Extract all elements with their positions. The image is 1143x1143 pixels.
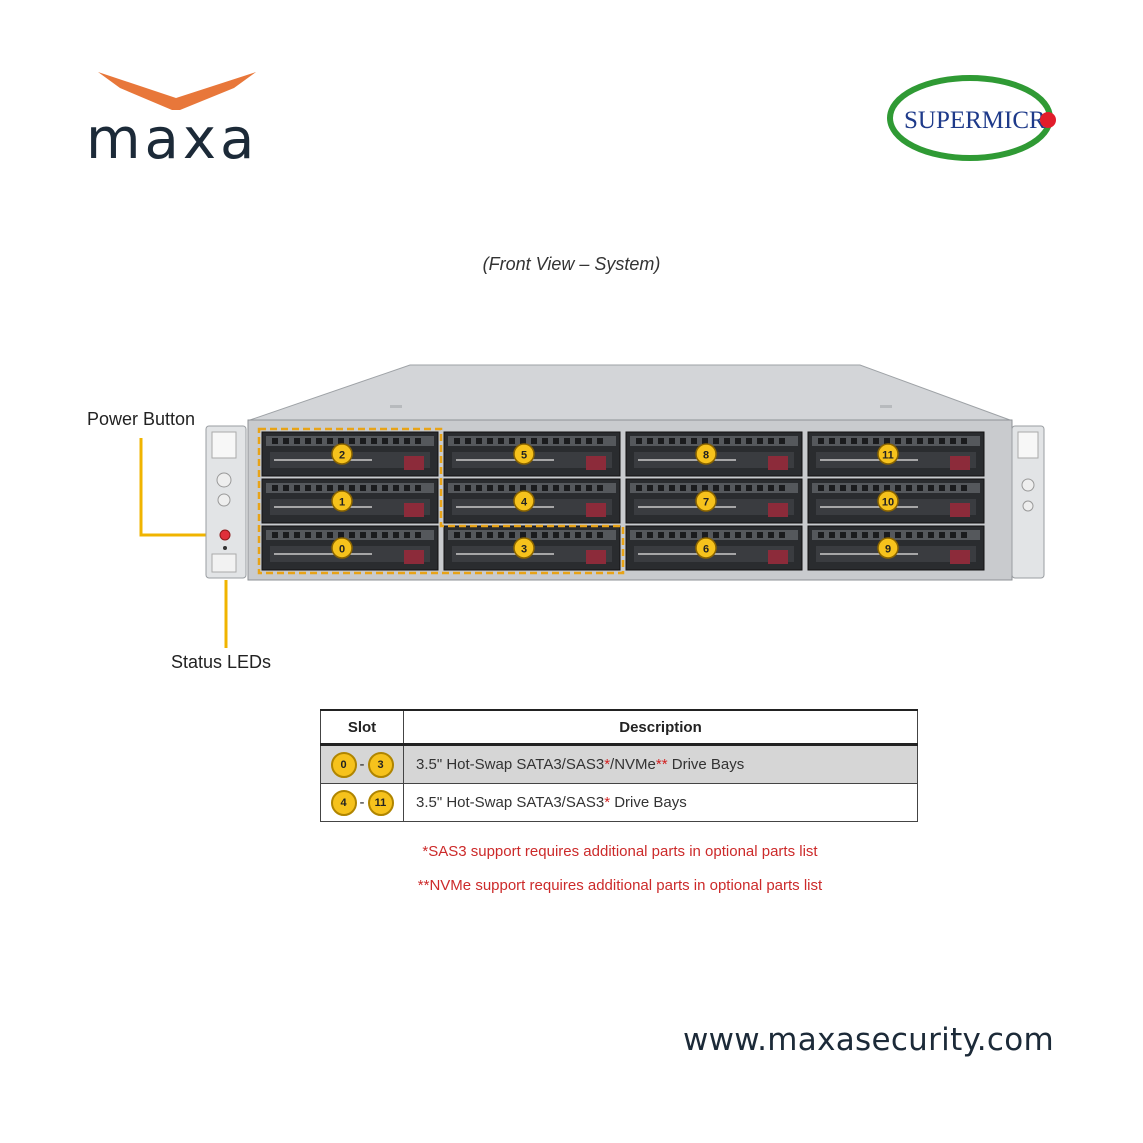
slot-badge: 11 <box>367 789 394 816</box>
chassis-top <box>249 364 1011 421</box>
drive-bay: 2 <box>261 431 439 477</box>
slot-badge: 0 <box>330 751 357 778</box>
drive-bay: 1 <box>261 478 439 524</box>
bay-number: 6 <box>703 544 709 556</box>
right-rack-ear <box>1011 425 1045 579</box>
bay-number: 5 <box>521 450 527 462</box>
slot-badge: 4 <box>330 789 357 816</box>
supermicro-dot <box>1040 112 1056 128</box>
table-row: 0-3 3.5" Hot-Swap SATA3/SAS3*/NVMe** Dri… <box>320 744 918 784</box>
slots-0-3-highlight <box>257 427 625 575</box>
description-header: Description <box>403 709 918 746</box>
drive-bay: 6 <box>625 525 803 571</box>
drive-bay: 5 <box>443 431 621 477</box>
slot-range: 0-3 <box>320 744 404 784</box>
drive-bay: 11 <box>807 431 985 477</box>
drive-bay: 3 <box>443 525 621 571</box>
power-button-callout: Power Button <box>87 409 196 429</box>
drive-bay: 8 <box>625 431 803 477</box>
drive-bay: 10 <box>807 478 985 524</box>
bay-number: 10 <box>882 497 894 509</box>
bay-number: 8 <box>703 450 709 462</box>
figure-caption: (Front View – System) <box>482 254 661 274</box>
left-rack-ear <box>205 425 247 579</box>
slot-table: Slot Description 0-3 3.5" Hot-Swap SATA3… <box>320 709 918 822</box>
status-leds-icon <box>211 553 237 573</box>
bay-number: 7 <box>703 497 709 509</box>
bay-number: 4 <box>521 497 528 509</box>
drive-bay: 4 <box>443 478 621 524</box>
bay-number: 9 <box>885 544 891 556</box>
bay-number: 1 <box>339 497 345 509</box>
drive-bay: 0 <box>261 525 439 571</box>
table-row: 4-11 3.5" Hot-Swap SATA3/SAS3* Drive Bay… <box>320 783 918 822</box>
status-leds-callout: Status LEDs <box>171 652 272 672</box>
bay-group-highlights <box>257 427 625 575</box>
slot-description: 3.5" Hot-Swap SATA3/SAS3* Drive Bays <box>403 783 918 822</box>
nvme-footnote: **NVMe support requires additional parts… <box>417 877 823 894</box>
power-button-icon <box>219 529 231 541</box>
bay-number: 3 <box>521 544 527 556</box>
drive-bay: 7 <box>625 478 803 524</box>
drive-bay: 9 <box>807 525 985 571</box>
bay-number: 11 <box>882 450 894 462</box>
bay-number: 0 <box>339 544 345 556</box>
slot-header: Slot <box>320 709 404 746</box>
sas3-footnote: *SAS3 support requires additional parts … <box>422 843 818 860</box>
website-url[interactable]: www.maxasecurity.com <box>683 1022 1055 1058</box>
slot-badge: 3 <box>367 751 394 778</box>
bay-number: 2 <box>339 450 345 462</box>
slot-range: 4-11 <box>320 783 404 822</box>
maxa-logo <box>98 72 256 110</box>
chevron-mark <box>98 72 256 110</box>
supermicro-logo-text: SUPERMICR <box>904 107 1046 134</box>
slot-description: 3.5" Hot-Swap SATA3/SAS3*/NVMe** Drive B… <box>403 744 918 784</box>
brand-wordmark: maxa <box>86 107 259 172</box>
supermicro-logo: SUPERMICR <box>887 75 1056 161</box>
